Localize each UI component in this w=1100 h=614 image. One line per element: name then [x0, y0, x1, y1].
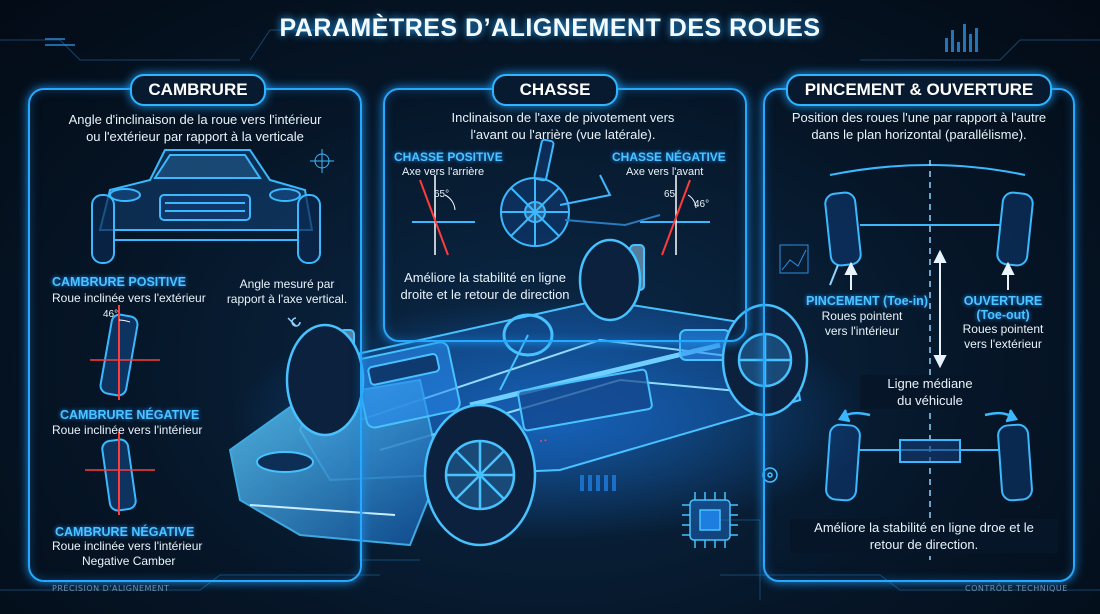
chasse-benefit-line1: Améliore la stabilité en ligne	[404, 270, 566, 285]
cambrure-negative2-desc: Roue inclinée vers l'intérieur Negative …	[52, 539, 202, 569]
decor-graph-icon	[779, 244, 809, 274]
toe-top-view	[824, 164, 1034, 286]
svg-text:• •: • •	[539, 437, 547, 445]
cambrure-car-front	[91, 149, 321, 264]
cambrure-angle-note: Angle mesuré par rapport à l'axe vertica…	[222, 277, 352, 307]
toe-in-desc-line2: vers l'intérieur	[824, 324, 900, 338]
chasse-description: Inclinaison de l'axe de pivotement vers …	[395, 109, 731, 143]
pincement-description: Position des roues l'une par rapport à l…	[775, 109, 1063, 143]
pincement-benefit-line1: Améliore la stabilité en ligne droe et l…	[814, 520, 1034, 535]
pincement-benefit-line2: retour de direction.	[869, 537, 979, 552]
chasse-benefit: Améliore la stabilité en ligne droite et…	[390, 269, 580, 303]
cambrure-description-line1: Angle d'inclinaison de la roue vers l'in…	[68, 112, 322, 127]
toe-in-desc: Roues pointent vers l'intérieur	[812, 309, 912, 339]
cambrure-negative2-desc-line2: Negative Camber	[82, 554, 176, 568]
target-icon	[310, 149, 334, 173]
camber-positive-diagram	[90, 305, 160, 400]
chasse-benefit-line2: droite et le retour de direction	[400, 287, 570, 302]
toe-in-desc-line1: Roues pointent	[821, 309, 903, 323]
centerline-label-line2: du véhicule	[897, 393, 963, 408]
cambrure-positive-desc: Roue inclinée vers l'extérieur	[52, 291, 206, 305]
chasse-description-line1: Inclinaison de l'axe de pivotement vers	[451, 110, 675, 125]
caster-positive-diagram	[412, 175, 475, 256]
cambrure-description-line2: ou l'extérieur par rapport à la vertical…	[86, 129, 304, 144]
toe-out-title-line2: (Toe-out)	[976, 308, 1030, 322]
page-title: PARAMÈTRES D’ALIGNEMENT DES ROUES	[279, 14, 821, 42]
toe-out-title-line1: OUVERTURE	[963, 294, 1043, 308]
wrench-icon	[287, 317, 301, 327]
chasse-negative-desc: Axe vers l'avant	[626, 166, 704, 178]
cambrure-description: Angle d'inclinaison de la roue vers l'in…	[40, 111, 350, 145]
decor-bars-icon	[945, 24, 978, 52]
decor-stripes	[580, 475, 616, 491]
chasse-description-line2: l'avant ou l'arrière (vue latérale).	[470, 127, 656, 142]
chasse-positive-title: CHASSE POSITIVE	[394, 150, 503, 164]
cambrure-positive-title: CAMBRURE POSITIVE	[52, 275, 187, 289]
chasse-negative-title: CHASSE NÉGATIVE	[612, 150, 726, 164]
caster-positive-angle: 65°	[434, 189, 450, 200]
cambrure-angle-note-line2: rapport à l'axe vertical.	[226, 292, 348, 306]
pincement-description-line2: dans le plan horizontal (parallélisme).	[811, 127, 1027, 142]
chassis-wheels	[285, 238, 809, 547]
toe-out-title: OUVERTURE (Toe-out)	[948, 294, 1058, 322]
pincement-heading: PINCEMENT & OUVERTURE	[786, 74, 1052, 106]
toe-arrows	[844, 249, 1015, 369]
toe-out-desc-line1: Roues pointent	[962, 322, 1044, 336]
pincement-description-line1: Position des roues l'une par rapport à l…	[791, 110, 1047, 125]
cambrure-negative-title: CAMBRURE NÉGATIVE	[60, 408, 200, 422]
toe-in-title: PINCEMENT (Toe-in)	[806, 294, 928, 308]
caster-negative-diagram	[640, 175, 710, 256]
cambrure-angle-note-line1: Angle mesuré par	[239, 277, 335, 291]
cambrure-panel	[28, 88, 362, 582]
camber-negative-diagram	[85, 432, 155, 515]
chassis-illustration: • •	[228, 244, 802, 547]
cambrure-heading: CAMBRURE	[130, 74, 266, 106]
caster-negative-angle-a: 65	[664, 189, 676, 200]
footer-left: PRÉCISION D'ALIGNEMENT	[52, 584, 170, 593]
camber-angle-label: 46°	[103, 309, 119, 320]
caster-wheel-strut	[500, 138, 661, 247]
centerline-label-line1: Ligne médiane	[887, 376, 973, 391]
decor-dots	[45, 38, 75, 46]
toe-out-desc: Roues pointent vers l'extérieur	[948, 322, 1058, 352]
footer-right: CONTRÔLE TECHNIQUE	[965, 584, 1068, 593]
cambrure-negative-desc: Roue inclinée vers l'intérieur	[52, 423, 203, 437]
pincement-benefit: Améliore la stabilité en ligne droe et l…	[790, 519, 1058, 553]
cambrure-negative2-title: CAMBRURE NÉGATIVE	[55, 525, 195, 539]
centerline-label: Ligne médiane du véhicule	[860, 375, 1000, 409]
chip-icon	[682, 492, 738, 548]
cambrure-negative2-desc-line1: Roue inclinée vers l'intérieur	[52, 539, 203, 553]
caster-negative-angle-b: 46°	[694, 199, 710, 210]
chasse-positive-desc: Axe vers l'arrière	[402, 166, 485, 178]
chasse-heading: CHASSE	[492, 74, 618, 106]
toe-out-desc-line2: vers l'extérieur	[964, 337, 1042, 351]
